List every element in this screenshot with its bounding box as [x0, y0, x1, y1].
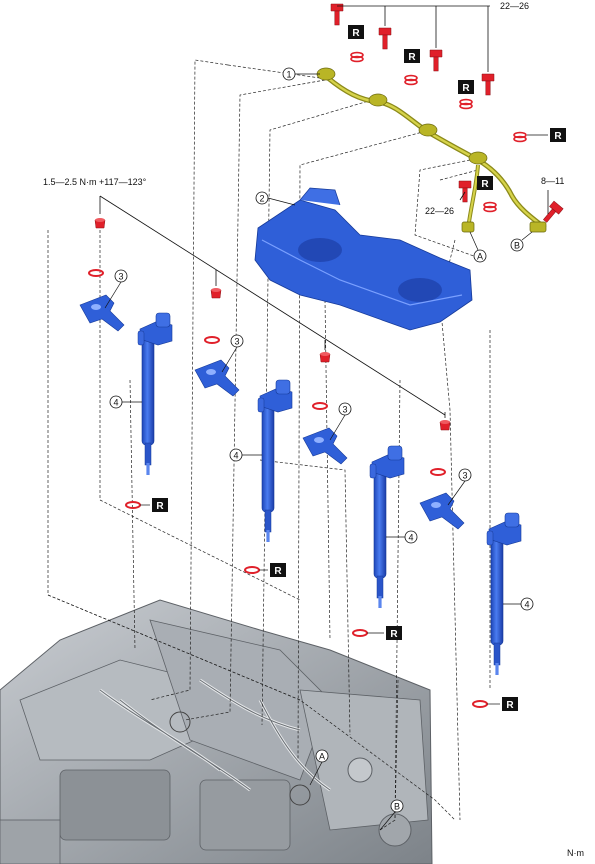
pipe-seal-2	[404, 74, 418, 86]
svg-text:R: R	[390, 629, 398, 640]
clamp-nut-1	[94, 217, 106, 229]
svg-text:3: 3	[462, 471, 467, 481]
svg-text:R: R	[274, 566, 282, 577]
callout-3-d: 3	[447, 468, 472, 506]
svg-text:2: 2	[259, 194, 264, 204]
replace-mark-4: R	[527, 128, 566, 142]
callout-4-b: 4	[229, 448, 262, 462]
svg-text:R: R	[462, 83, 470, 94]
callout-4-d: 4	[503, 597, 534, 611]
pipe-seal-1	[350, 51, 364, 63]
unit-label: N·m	[567, 848, 584, 858]
clamp-washer-4	[430, 468, 446, 476]
callout-point-a-engine: A	[309, 749, 329, 786]
svg-text:R: R	[352, 28, 360, 39]
svg-text:4: 4	[233, 451, 238, 461]
injector-2	[257, 379, 293, 543]
callout-point-a-pipe: A	[469, 231, 487, 263]
replace-mark-1: R	[348, 25, 364, 39]
injector-cover	[254, 187, 473, 331]
pipe-bolt-2	[378, 27, 392, 50]
pipe-seal-5	[483, 201, 497, 213]
callout-4-a: 4	[109, 395, 142, 409]
svg-text:4: 4	[408, 533, 413, 543]
callout-1: 1	[282, 67, 320, 81]
injector-1	[137, 312, 173, 476]
pipe-bolt-4	[481, 73, 495, 96]
pipe-bolt-3	[429, 49, 443, 72]
pipe-bolt-1	[330, 3, 344, 26]
injector-clamp-4	[419, 492, 465, 530]
svg-text:3: 3	[118, 272, 123, 282]
clamp-washer-2	[204, 336, 220, 344]
injector-4	[486, 512, 522, 676]
replace-mark-5: R	[477, 176, 493, 190]
svg-text:A: A	[477, 252, 483, 262]
torque-label-lower-bolt: 22—26	[425, 206, 454, 216]
torque-leader-lines	[99, 5, 549, 418]
callout-3-a: 3	[104, 269, 128, 309]
svg-text:R: R	[408, 52, 416, 63]
pipe-seal-3	[459, 98, 473, 110]
torque-label-clamp-bolts: 1.5—2.5 N·m +117—123°	[43, 177, 147, 187]
injector-3	[369, 445, 405, 609]
clamp-nut-2	[210, 287, 222, 299]
clamp-washer-3	[312, 402, 328, 410]
torque-label-upper-bolts: 22—26	[500, 1, 529, 11]
callout-3-c: 3	[329, 402, 352, 441]
callout-point-b-pipe: B	[510, 231, 533, 252]
pipe-seal-4	[513, 131, 527, 143]
svg-text:R: R	[481, 179, 489, 190]
svg-text:R: R	[506, 700, 514, 711]
svg-text:4: 4	[524, 600, 529, 610]
dashed-guide-lines	[47, 59, 491, 831]
clamp-nut-4	[439, 419, 451, 431]
injector-clamp-1	[79, 294, 125, 332]
injector-gasket-2	[244, 566, 260, 574]
svg-text:3: 3	[234, 337, 239, 347]
svg-text:R: R	[156, 501, 164, 512]
clamp-washer-1	[88, 269, 104, 277]
callout-point-b-engine: B	[379, 799, 404, 831]
clamp-nut-3	[319, 351, 331, 363]
replace-mark-9: R	[487, 697, 518, 711]
replace-mark-8: R	[367, 626, 402, 640]
injector-clamp-3	[302, 427, 348, 465]
callout-2: 2	[255, 191, 296, 206]
svg-text:3: 3	[342, 405, 347, 415]
replace-mark-2: R	[404, 49, 420, 63]
svg-text:4: 4	[113, 398, 118, 408]
torque-label-side-bolt: 8—11	[541, 176, 564, 186]
svg-text:B: B	[514, 241, 520, 251]
replace-mark-6: R	[140, 498, 168, 512]
replace-mark-3: R	[458, 80, 474, 94]
engine-block-illustration	[0, 599, 433, 864]
replace-mark-7: R	[259, 563, 286, 577]
svg-text:R: R	[554, 131, 562, 142]
injector-gasket-4	[472, 700, 488, 708]
svg-text:1: 1	[286, 70, 291, 80]
pipe-side-bolt	[540, 200, 564, 226]
injector-gasket-1	[125, 501, 141, 509]
svg-text:A: A	[319, 752, 325, 762]
svg-text:B: B	[394, 802, 400, 812]
callout-4-c: 4	[386, 530, 418, 544]
callout-3-b: 3	[221, 334, 244, 373]
injector-clamp-2	[194, 359, 240, 397]
injector-gasket-3	[352, 629, 368, 637]
